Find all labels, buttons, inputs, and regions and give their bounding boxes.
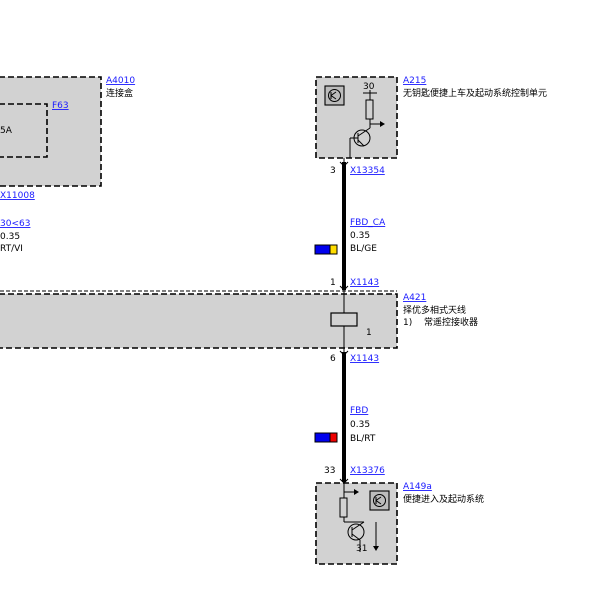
connector-marker-x1143-top [339, 285, 349, 291]
connector-x1143-top-link[interactable]: X1143 [350, 278, 379, 288]
a421-name: 择优多相式天线 [403, 304, 466, 316]
connector-x13354-link[interactable]: X13354 [350, 166, 385, 176]
wire-lower-color: BL/RT [350, 434, 376, 444]
signal-fbd-link[interactable]: FBD [350, 406, 368, 416]
a421-box[interactable] [0, 293, 398, 349]
chip-icon [369, 490, 390, 511]
connector-marker-x13376 [339, 478, 349, 484]
wire-color-swatch-lower [314, 432, 338, 443]
chip-icon [324, 85, 345, 106]
a149a-internal-circuit [339, 483, 379, 552]
wire-color-swatch-upper [314, 244, 338, 255]
left-connector-link[interactable]: X11008 [0, 191, 35, 201]
a215-internal-circuit [349, 90, 385, 158]
f63-box[interactable] [0, 103, 48, 158]
connector-marker-x1143-bottom [339, 350, 349, 356]
a149a-pin-31-label: 31 [356, 544, 367, 554]
a421-sub-name: 常遥控接收器 [424, 316, 478, 328]
a215-name: 无钥匙便捷上车及起动系统控制单元 [403, 87, 547, 99]
receiver-block [330, 312, 358, 327]
pin-number: 3 [330, 166, 336, 176]
pin-number: 6 [330, 354, 336, 364]
connector-marker-x13354 [339, 158, 349, 167]
left-wire-size: 0.35 [0, 232, 20, 242]
wire-upper-color: BL/GE [350, 244, 377, 254]
a149a-id-link[interactable]: A149a [403, 482, 432, 492]
connector-x1143-bottom-link[interactable]: X1143 [350, 354, 379, 364]
a421-inner-num: 1 [366, 328, 372, 338]
a149a-name: 便捷进入及起动系统 [403, 493, 484, 505]
left-signal-link[interactable]: 30<63 [0, 219, 30, 229]
f63-id-link[interactable]: F63 [52, 101, 69, 111]
a4010-box[interactable] [0, 76, 102, 187]
f63-rating: 5A [0, 126, 13, 136]
wire-upper-size: 0.35 [350, 231, 370, 241]
a215-pin-30-label: 30 [363, 82, 375, 92]
a4010-id-link[interactable]: A4010 [106, 76, 135, 86]
a421-sub-num: 1) [403, 318, 412, 328]
pin-number: 1 [330, 278, 336, 288]
wire-lower-size: 0.35 [350, 420, 370, 430]
pin-number: 33 [324, 466, 335, 476]
a421-id-link[interactable]: A421 [403, 293, 426, 303]
a4010-name: 连接盒 [106, 87, 133, 99]
connector-x13376-link[interactable]: X13376 [350, 466, 385, 476]
signal-fbd-ca-link[interactable]: FBD_CA [350, 218, 386, 228]
left-wire-color: RT/VI [0, 244, 23, 254]
a215-id-link[interactable]: A215 [403, 76, 426, 86]
